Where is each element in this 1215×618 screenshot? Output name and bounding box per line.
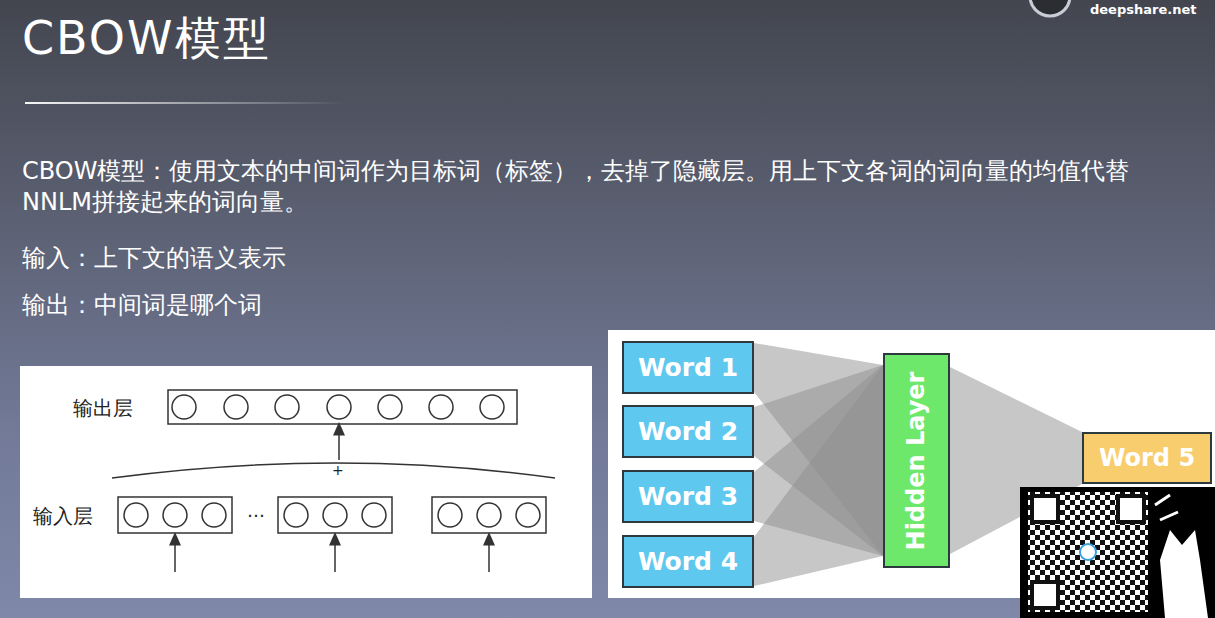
body-text: 输入：上下文的语义表示 <box>22 242 286 274</box>
input-word-box: Word 1 <box>622 341 754 394</box>
logo-mark <box>1030 0 1070 16</box>
sum-sign: + <box>332 462 344 478</box>
node-label: Word 3 <box>638 482 738 511</box>
hidden-layer-box: Hidden Layer <box>883 353 950 568</box>
neuron-circles <box>124 395 540 527</box>
input-word-box: Word 2 <box>622 405 754 458</box>
slide-title: CBOW模型 <box>22 8 271 70</box>
body-text: 输出：中间词是哪个词 <box>22 289 262 321</box>
sum-arc <box>112 463 555 478</box>
output-word-box: Word 5 <box>1082 432 1212 484</box>
output-layer-row <box>168 390 517 424</box>
layer-label: 输出层 <box>73 395 133 422</box>
input-word-box: Word 4 <box>622 535 754 588</box>
flow-arrows <box>175 428 489 572</box>
node-label: Hidden Layer <box>903 371 931 550</box>
body-text: CBOW模型：使用文本的中间词作为目标词（标签），去掉了隐藏层。用上下文各词的词… <box>22 156 1187 218</box>
connection-fan <box>754 365 883 586</box>
layer-label: 输入层 <box>33 503 93 530</box>
figure-panel <box>20 366 592 598</box>
node-label: Word 4 <box>638 547 738 576</box>
node-label: Word 2 <box>638 417 738 446</box>
node-label: Word 5 <box>1099 444 1195 472</box>
watermark: deepshare.net <box>1090 2 1196 17</box>
node-label: Word 1 <box>638 353 738 382</box>
input-layer-groups <box>118 497 546 533</box>
ellipsis: … <box>247 500 265 521</box>
title-rule <box>25 102 345 104</box>
input-word-box: Word 3 <box>622 470 754 523</box>
